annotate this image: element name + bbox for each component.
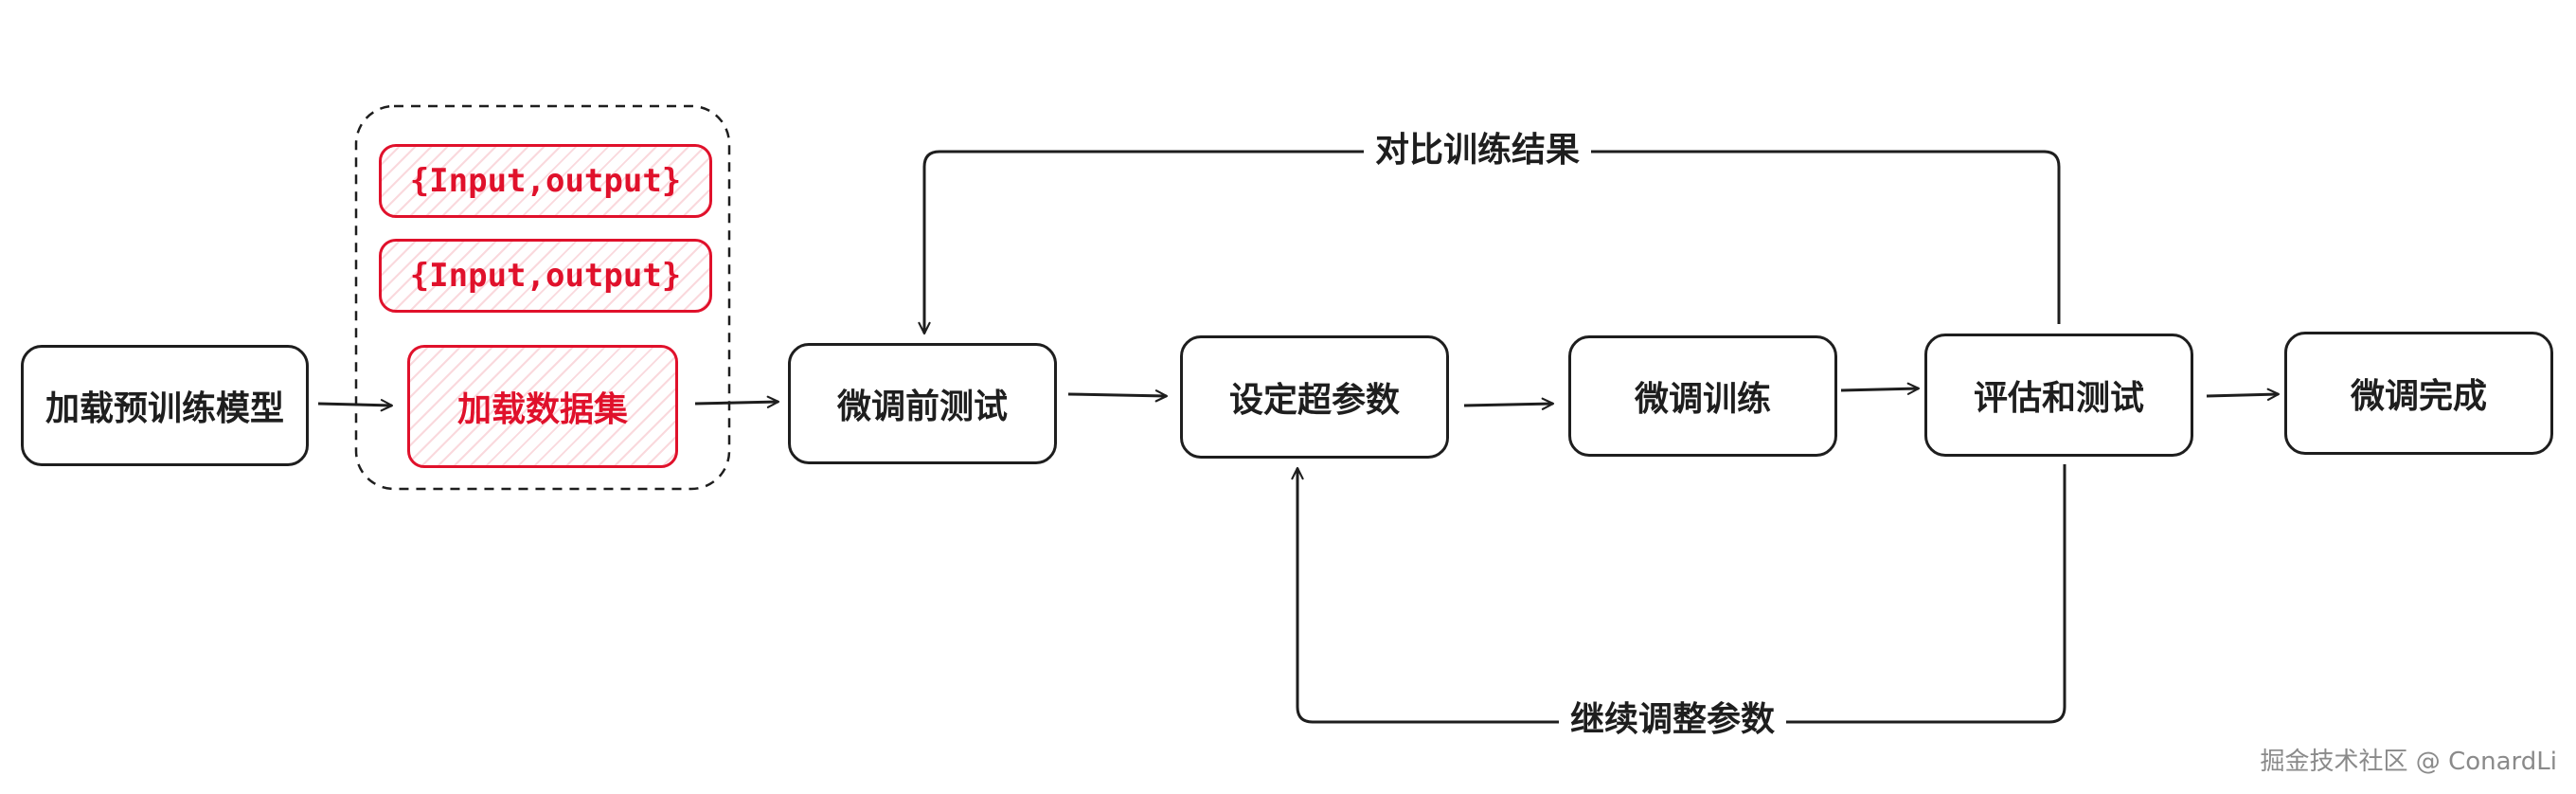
node-fine-tune: 微调训练	[1568, 335, 1837, 457]
node-pre-test: 微调前测试	[788, 343, 1057, 464]
node-sample-1: {Input,output}	[379, 144, 712, 218]
dataset-group-outline	[354, 104, 731, 491]
arrow-compare-loop	[918, 150, 2061, 335]
arrow-dataset-to-pretest	[694, 395, 780, 408]
arrow-evaluate-to-done	[2206, 388, 2281, 401]
node-done: 微调完成	[2284, 332, 2553, 455]
arrow-model-to-dataset	[317, 399, 394, 412]
arrow-hyperparams-to-finetune	[1463, 397, 1555, 410]
node-load-dataset: 加载数据集	[407, 345, 678, 468]
label-continue-tuning: 继续调整参数	[1559, 699, 1787, 741]
arrow-continue-loop	[1291, 464, 2066, 724]
node-load-model: 加载预训练模型	[21, 345, 309, 466]
arrow-finetune-to-evaluate	[1840, 382, 1921, 395]
label-compare-results: 对比训练结果	[1364, 130, 1592, 171]
node-sample-2: {Input,output}	[379, 239, 712, 313]
arrow-pretest-to-hyperparams	[1067, 389, 1169, 403]
node-evaluate: 评估和测试	[1924, 334, 2193, 457]
node-set-hyperparams: 设定超参数	[1180, 335, 1449, 459]
watermark-text: 掘金技术社区 @ ConardLi	[2260, 748, 2557, 776]
